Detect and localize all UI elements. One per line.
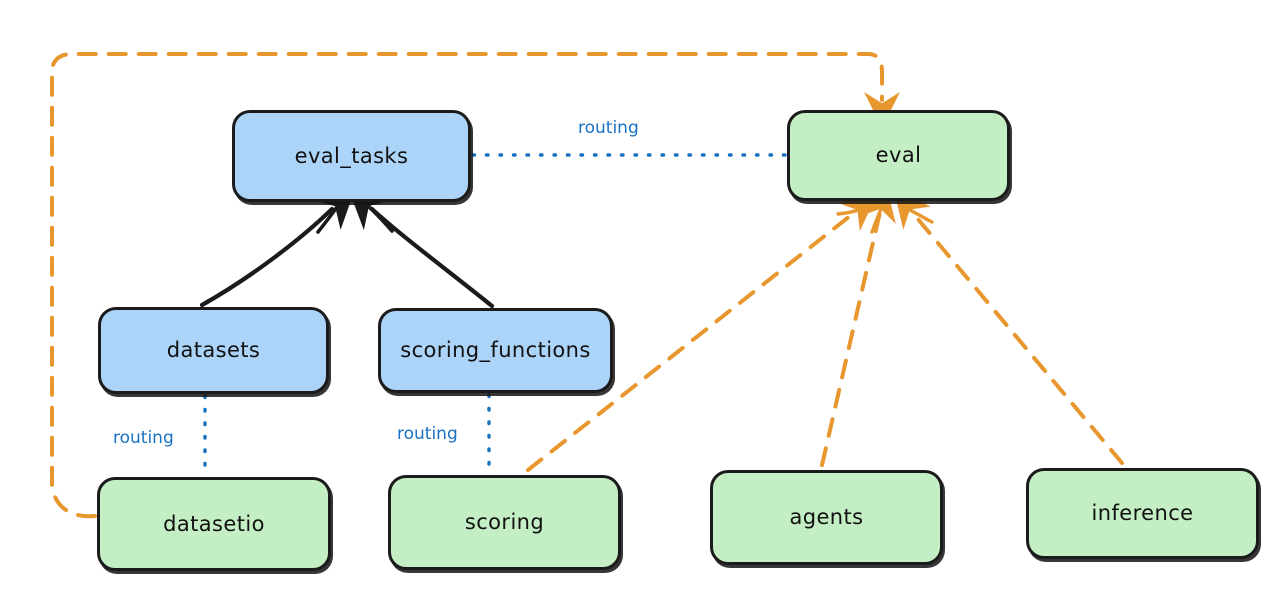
edge-inference-to-eval (894, 190, 1124, 465)
edge-agents-to-eval (820, 184, 896, 467)
edge-label-routing-scoring-functions-scoring: routing (397, 424, 458, 444)
node-eval-tasks-label: eval_tasks (294, 143, 409, 168)
node-datasetio-label: datasetio (163, 511, 265, 536)
node-datasets-label: datasets (166, 338, 261, 362)
node-scoring-functions[interactable]: scoring_functions (378, 308, 613, 393)
node-datasetio[interactable]: datasetio (97, 477, 331, 571)
edge-scoring_functions-to-eval_tasks (347, 186, 495, 309)
node-eval-label: eval (875, 143, 922, 167)
node-scoring-label: scoring (464, 510, 545, 534)
edge-datasetio-to-eval (50, 52, 900, 519)
node-scoring-functions-label: scoring_functions (400, 338, 591, 362)
edge-label-routing-eval-tasks-eval: routing (578, 118, 639, 138)
node-eval-tasks[interactable]: eval_tasks (232, 110, 471, 202)
node-scoring[interactable]: scoring (388, 475, 621, 570)
node-agents[interactable]: agents (710, 470, 943, 565)
edge-label-routing-datasets-datasetio: routing (113, 428, 174, 448)
node-inference[interactable]: inference (1026, 468, 1259, 559)
node-datasets[interactable]: datasets (98, 307, 329, 394)
edge-scoring-to-eval (526, 194, 877, 472)
node-agents-label: agents (789, 505, 864, 529)
node-eval[interactable]: eval (787, 110, 1010, 201)
node-inference-label: inference (1091, 501, 1194, 525)
edge-datasets-to-eval_tasks (199, 185, 357, 308)
